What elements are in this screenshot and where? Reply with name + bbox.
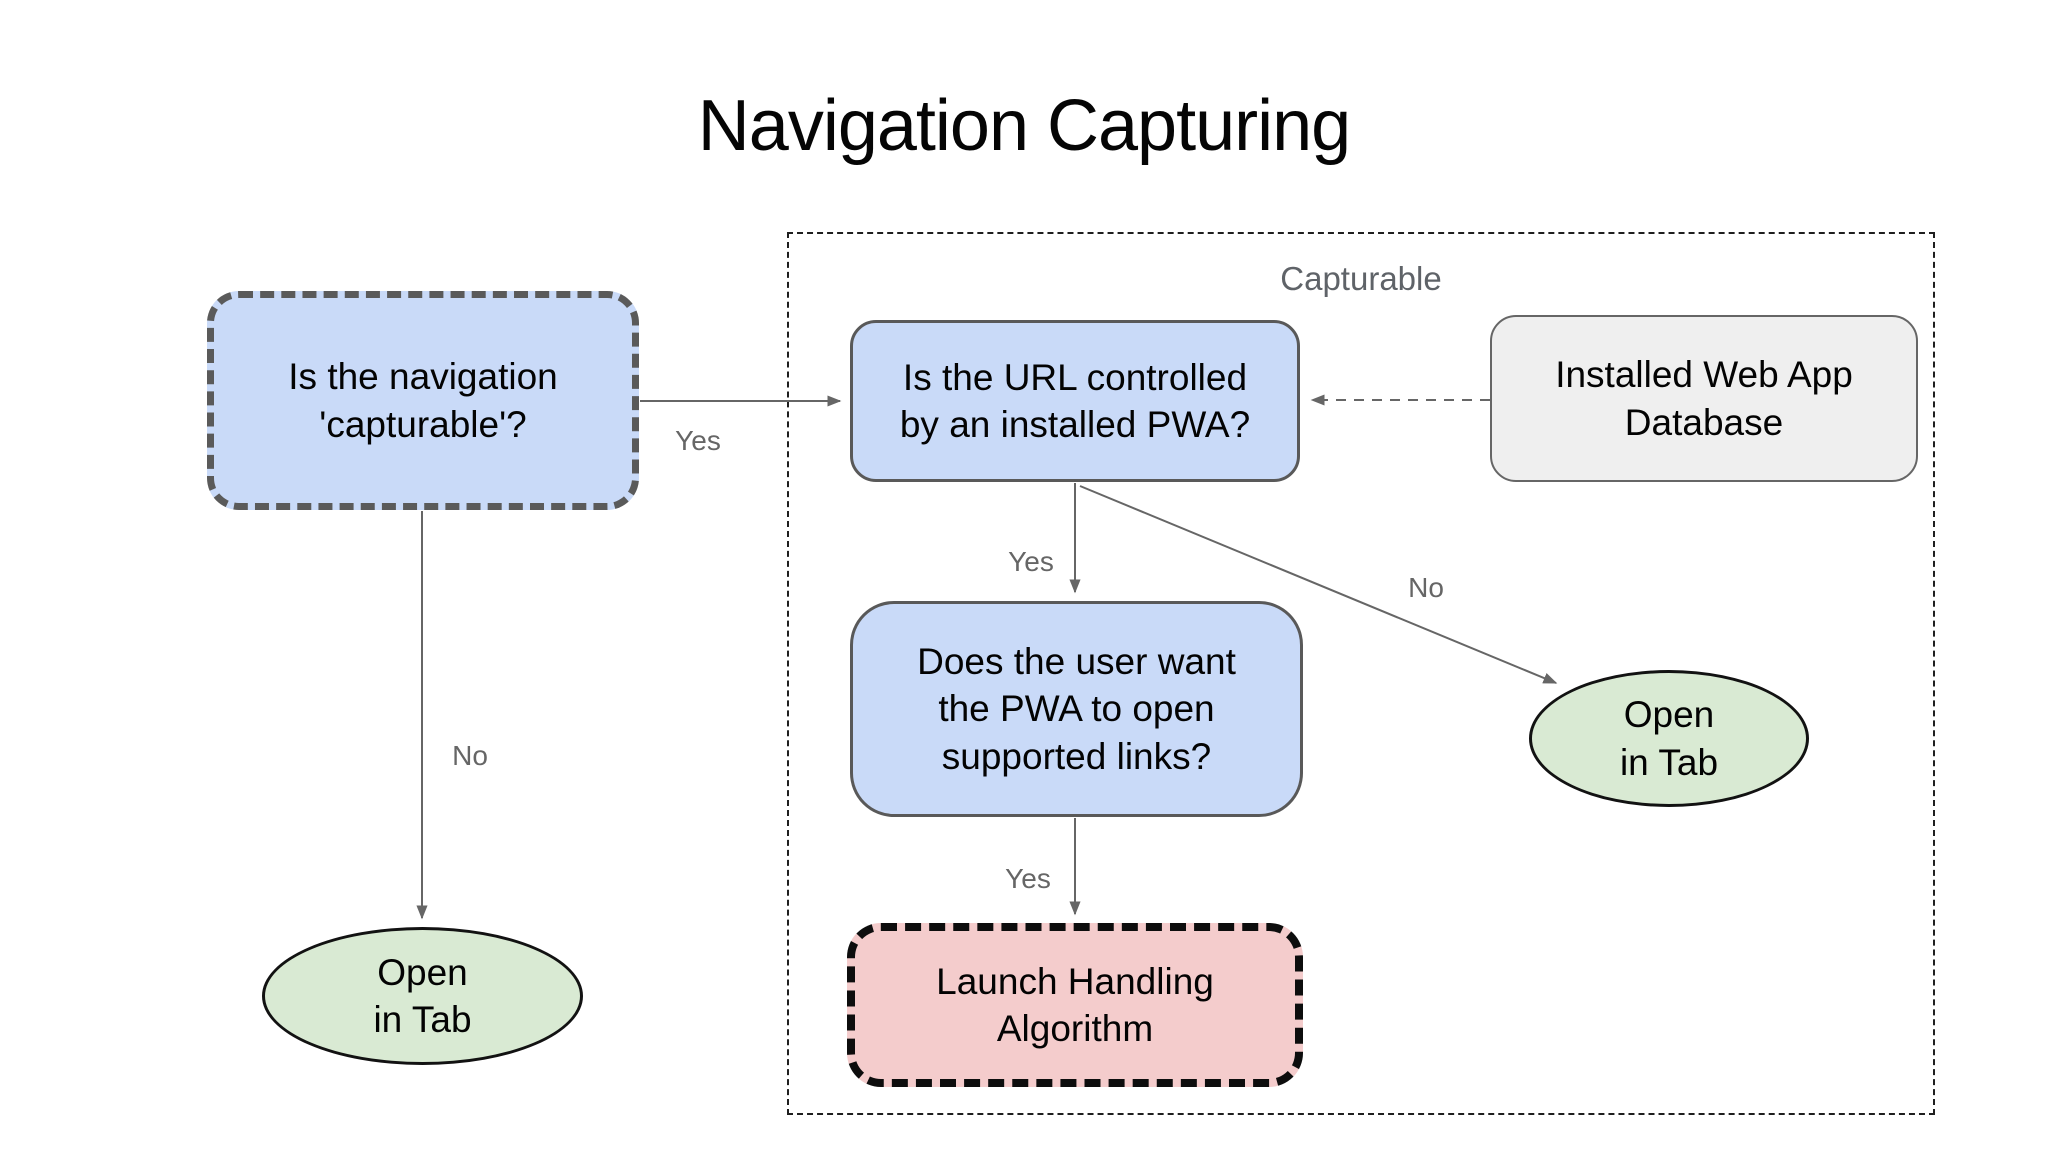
node-does-user-want-supported-links: Does the user want the PWA to open suppo… (850, 601, 1303, 817)
node-is-url-controlled-by-pwa: Is the URL controlled by an installed PW… (850, 320, 1300, 482)
edge-label-url-yes: Yes (1008, 546, 1054, 577)
edge-label-capturable-yes: Yes (675, 425, 721, 456)
node-is-navigation-capturable: Is the navigation 'capturable'? (207, 291, 639, 510)
node-open-in-tab-right: Open in Tab (1529, 670, 1809, 807)
capturable-group-outline (787, 232, 1935, 1115)
node-open-in-tab-left-text: Open in Tab (373, 951, 472, 1040)
node-does-user-want-supported-links-text: Does the user want the PWA to open suppo… (917, 640, 1236, 777)
node-is-navigation-capturable-text: Is the navigation 'capturable'? (288, 356, 558, 445)
node-launch-handling-algorithm-text: Launch Handling Algorithm (936, 960, 1214, 1049)
node-is-url-controlled-by-pwa-text: Is the URL controlled by an installed PW… (899, 356, 1251, 445)
diagram-title: Navigation Capturing (697, 86, 1351, 166)
node-installed-web-app-database: Installed Web App Database (1490, 315, 1918, 482)
edge-label-user-yes: Yes (1005, 863, 1051, 894)
node-open-in-tab-right-text: Open in Tab (1619, 694, 1719, 783)
capturable-group-label: Capturable (1280, 260, 1442, 297)
node-launch-handling-algorithm: Launch Handling Algorithm (847, 923, 1303, 1087)
edge-label-capturable-no: No (452, 740, 488, 771)
node-installed-web-app-database-text: Installed Web App Database (1555, 354, 1853, 443)
edge-label-url-no: No (1408, 572, 1444, 603)
node-open-in-tab-left: Open in Tab (262, 927, 583, 1065)
